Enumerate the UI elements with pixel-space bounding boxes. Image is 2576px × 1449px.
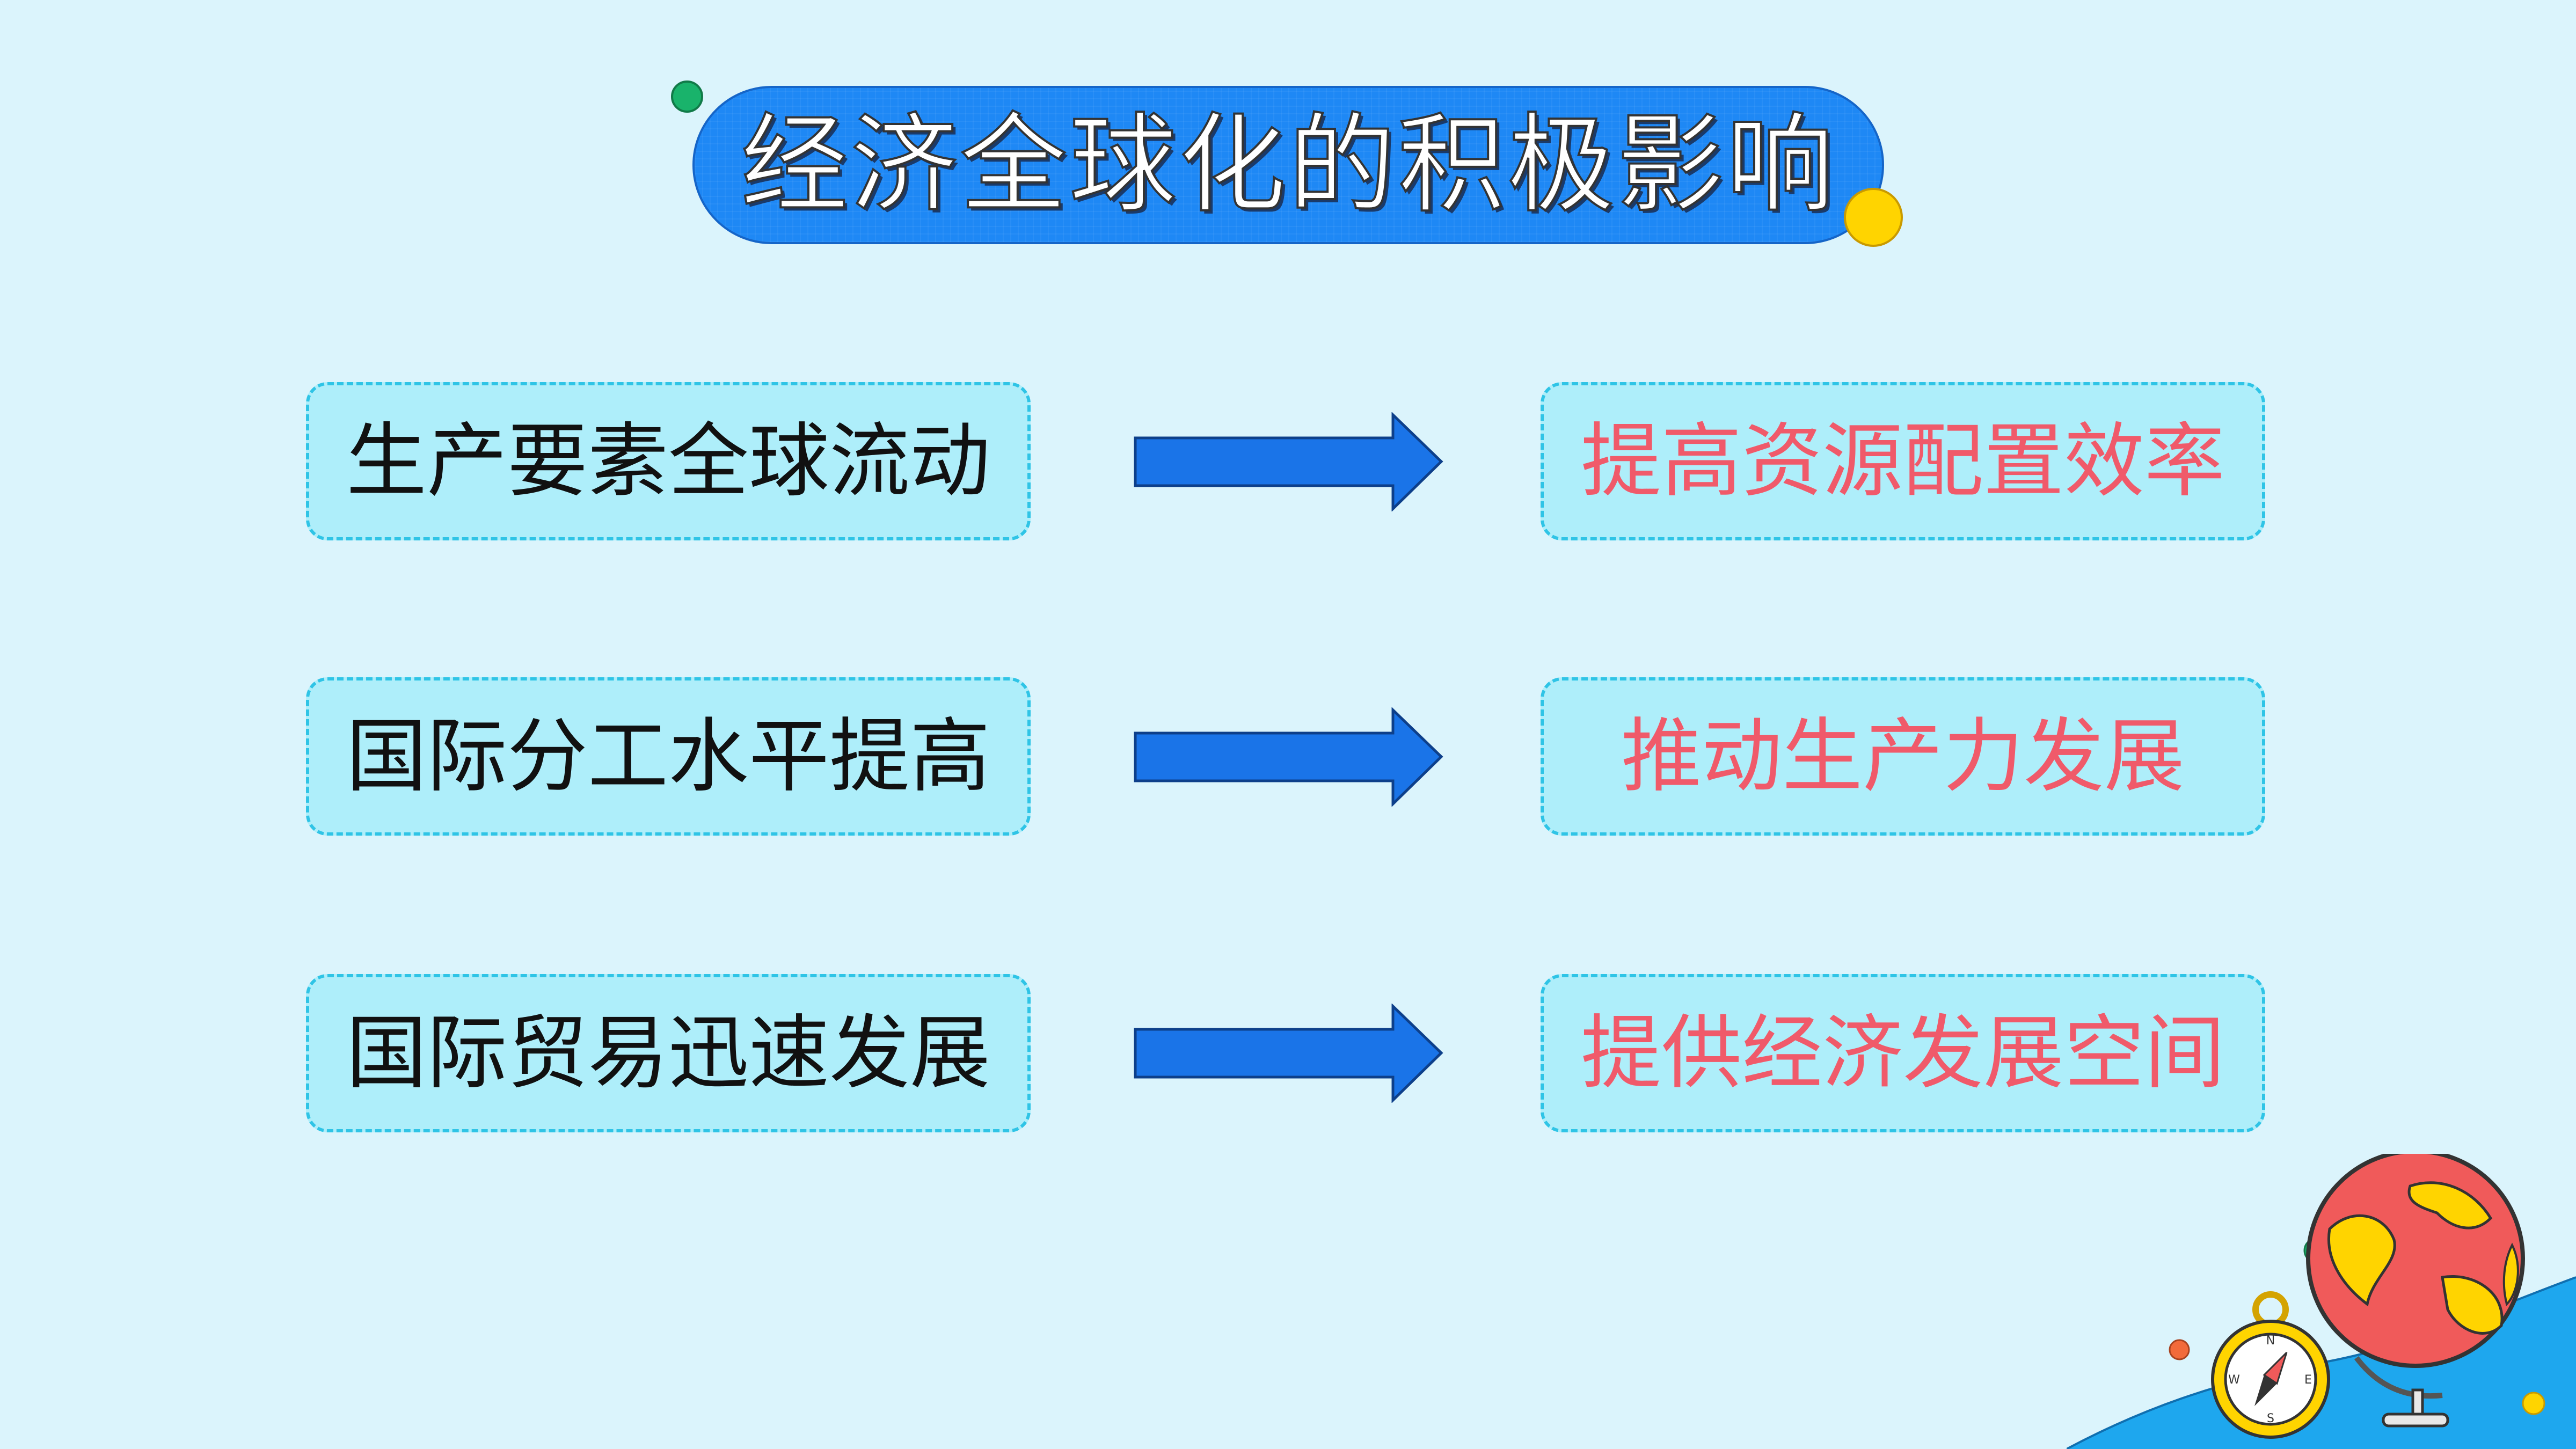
- arrow-right-icon: [1134, 707, 1443, 807]
- cause-text: 生产要素全球流动: [346, 414, 990, 508]
- svg-text:E: E: [2304, 1373, 2312, 1387]
- svg-text:W: W: [2228, 1373, 2240, 1387]
- green-dot-decoration: [671, 80, 703, 113]
- cause-text: 国际分工水平提高: [346, 709, 990, 803]
- cause-box-2: 国际分工水平提高: [306, 677, 1031, 836]
- yellow-dot-decoration: [2522, 1392, 2545, 1415]
- title-banner: 经济全球化的积极影响: [692, 86, 1884, 244]
- effect-text: 提供经济发展空间: [1580, 1006, 2225, 1100]
- yellow-dot-decoration: [1844, 188, 1903, 247]
- cause-text: 国际贸易迅速发展: [346, 1006, 990, 1100]
- page-title: 经济全球化的积极影响: [740, 102, 1836, 228]
- cause-box-1: 生产要素全球流动: [306, 382, 1031, 540]
- effect-box-2: 推动生产力发展: [1541, 677, 2265, 836]
- arrow-right-icon: [1134, 412, 1443, 511]
- orange-dot-decoration: [2169, 1339, 2190, 1360]
- svg-text:S: S: [2267, 1412, 2274, 1425]
- arrow-right-icon: [1134, 1004, 1443, 1103]
- globe-icon: [2306, 1154, 2525, 1428]
- svg-text:N: N: [2266, 1334, 2275, 1348]
- effect-text: 提高资源配置效率: [1580, 414, 2225, 508]
- cause-box-3: 国际贸易迅速发展: [306, 974, 1031, 1132]
- effect-box-1: 提高资源配置效率: [1541, 382, 2265, 540]
- effect-box-3: 提供经济发展空间: [1541, 974, 2265, 1132]
- globe-compass-decoration: N S W E: [2067, 1154, 2576, 1449]
- effect-text: 推动生产力发展: [1621, 709, 2185, 803]
- compass-icon: N S W E: [2211, 1291, 2330, 1439]
